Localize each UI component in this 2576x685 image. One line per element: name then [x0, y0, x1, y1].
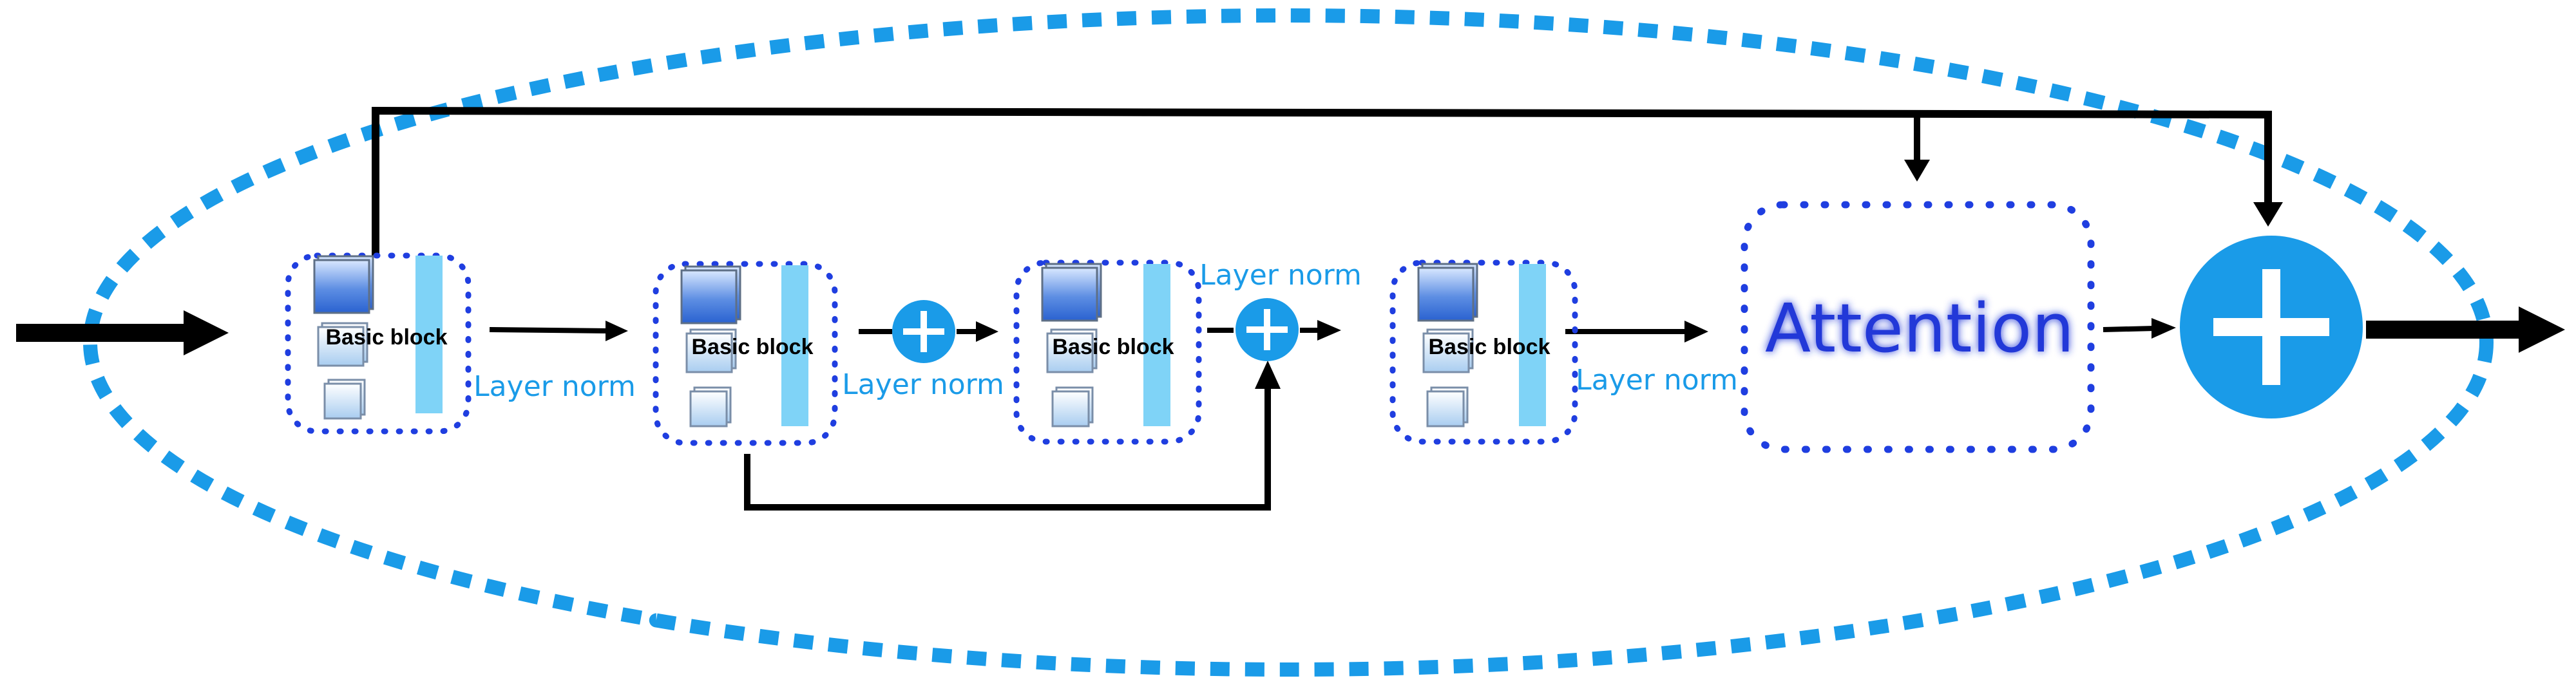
flow-arrow-3-head [976, 321, 998, 342]
basic-block-4: Basic block [1389, 259, 1578, 445]
plus-icon [903, 311, 944, 352]
arrow-head-to-plus-2 [1255, 361, 1281, 389]
basic-block-2-label: Basic block [692, 335, 814, 359]
add-node-1 [892, 300, 955, 363]
basic-block-1-label: Basic block [326, 325, 448, 350]
plus-icon [1246, 309, 1288, 350]
basic-block-3: Basic block [1013, 259, 1202, 445]
arrow-head-to-attention [1904, 160, 1930, 182]
flow-arrow-7-head [2151, 318, 2176, 339]
flow-arrow-7 [2103, 326, 2155, 332]
arrow-head-to-final-plus [2253, 202, 2283, 227]
basic-block-1: Basic block [285, 252, 472, 435]
basic-block-4-label: Basic block [1429, 335, 1550, 359]
skip-connection-top [372, 106, 2272, 256]
flow-arrow-5-head [1317, 320, 1341, 341]
layer-norm-label-2: Layer norm [842, 368, 1004, 401]
layer-norm-label-1: Layer norm [473, 370, 636, 403]
attention-label: Attention [1765, 289, 2074, 368]
flow-arrow-1-head [606, 321, 628, 341]
attention-block: Attention [1741, 201, 2095, 453]
flow-arrow-6-head [1684, 321, 1708, 342]
skip-connection-bottom [744, 386, 1271, 511]
flow-arrow-1 [489, 327, 609, 333]
layer-norm-label-3: Layer norm [1199, 259, 1362, 292]
input-arrow-head [184, 310, 229, 355]
add-node-2 [1236, 298, 1299, 361]
plus-icon [2213, 269, 2329, 385]
basic-block-3-label: Basic block [1053, 335, 1174, 359]
layer-norm-label-4: Layer norm [1576, 364, 1738, 397]
add-node-final [2180, 236, 2363, 418]
outer-module-boundary [83, 8, 2494, 677]
output-arrow-head [2519, 306, 2565, 353]
basic-block-2: Basic block [653, 261, 838, 446]
